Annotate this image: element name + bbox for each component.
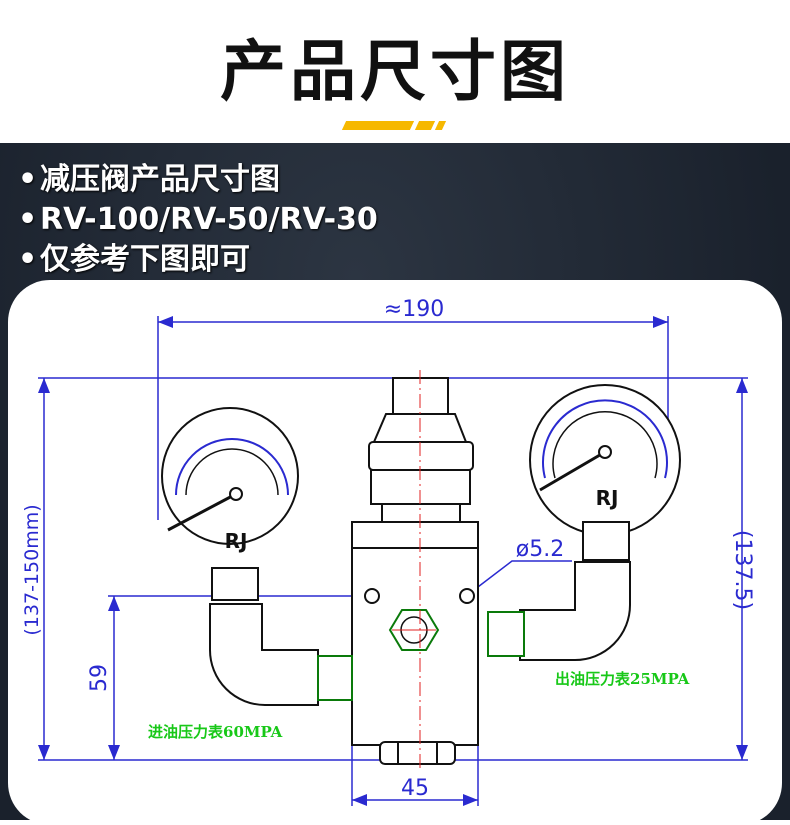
header: 产品尺寸图 <box>0 0 790 143</box>
bullet-item: •仅参考下图即可 <box>18 242 250 277</box>
outlet-pressure-gauge: RJ <box>487 384 681 661</box>
bullet-item: •减压阀产品尺寸图 <box>18 162 280 197</box>
mounting-hole <box>364 588 380 604</box>
bullet-text: RV-100/RV-50/RV-30 <box>40 202 378 237</box>
mounting-hole <box>459 588 475 604</box>
inlet-gauge-label: 进油压力表60MPA <box>148 723 283 741</box>
inlet-pressure-gauge: RJ <box>161 407 353 706</box>
bullet-item: •RV-100/RV-50/RV-30 <box>18 202 378 237</box>
hole-height-text: 59 <box>87 664 112 692</box>
hole-diameter-text: ø5.2 <box>516 537 564 562</box>
valve-body <box>351 370 479 770</box>
height-left-text: (137-150mm) <box>21 504 43 635</box>
bullet-text: 仅参考下图即可 <box>40 242 250 277</box>
gauge-brand: RJ <box>225 529 248 553</box>
gauge-brand: RJ <box>596 486 619 510</box>
bullet-text: 减压阀产品尺寸图 <box>40 162 280 197</box>
outlet-gauge-label: 出油压力表25MPA <box>555 670 690 688</box>
height-right-text: (137.5) <box>730 530 755 610</box>
bullet-list: •减压阀产品尺寸图 •RV-100/RV-50/RV-30 •仅参考下图即可 <box>18 160 378 280</box>
page-title: 产品尺寸图 <box>220 33 570 110</box>
body-width-text: 45 <box>401 776 429 801</box>
width-dimension-text: ≈190 <box>384 297 444 322</box>
